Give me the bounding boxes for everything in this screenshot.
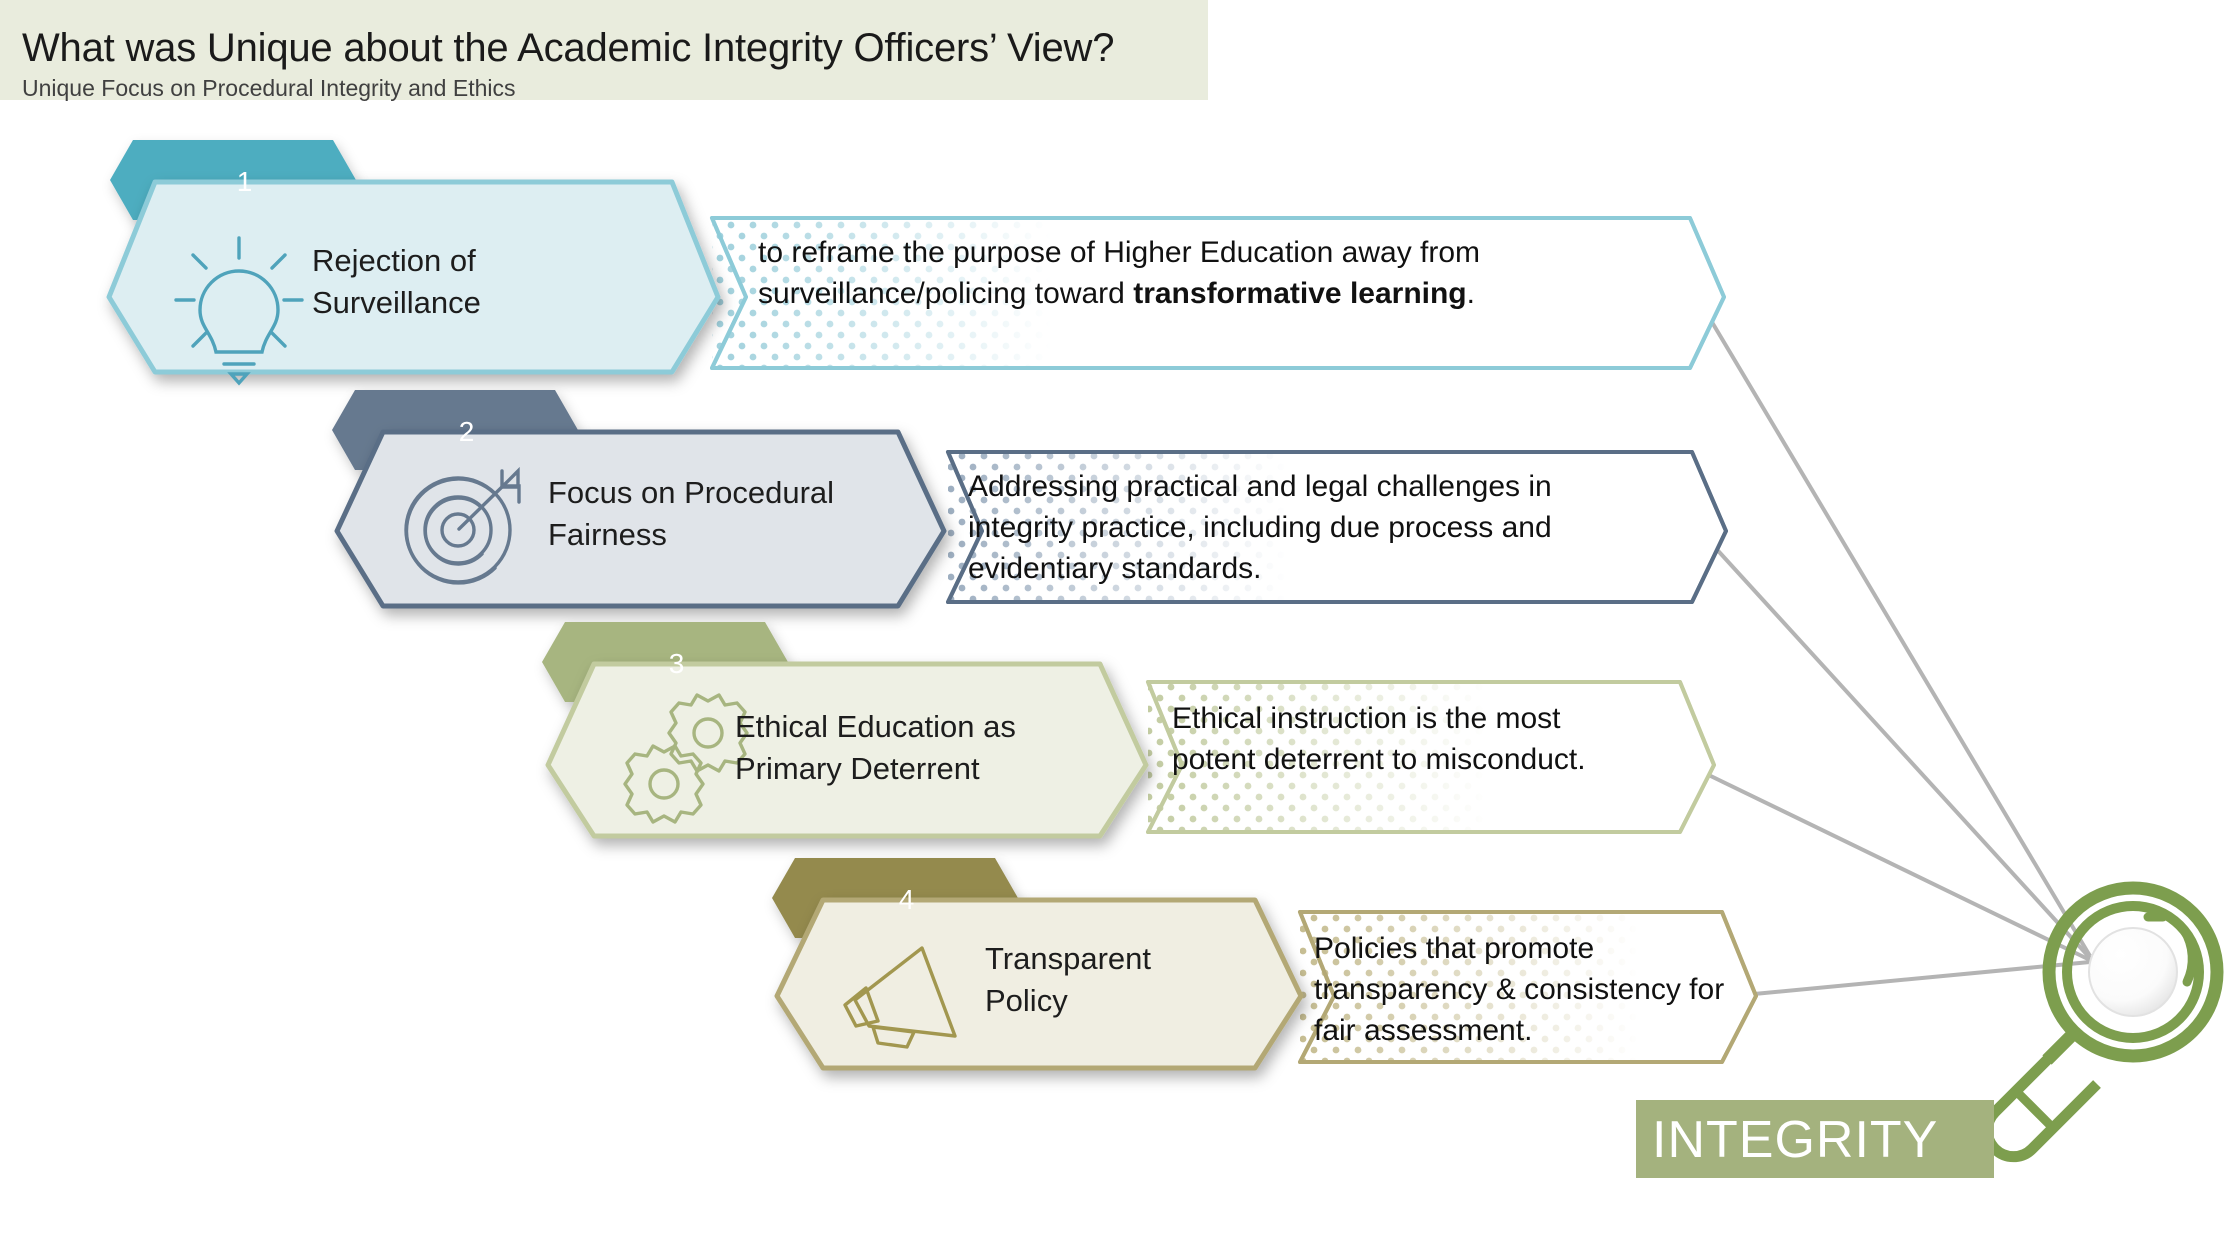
- row-1-description: to reframe the purpose of Higher Educati…: [758, 236, 1481, 311]
- integrity-badge-label: INTEGRITY: [1652, 1111, 1939, 1169]
- row-3-description: Ethical instruction is the most potent d…: [1172, 702, 1586, 777]
- row-4-number-label: 4: [898, 884, 915, 915]
- magnifier-icon: [1981, 881, 2224, 1163]
- row-2-number-label: 2: [458, 416, 475, 447]
- gears-icon: [623, 693, 749, 824]
- lightbulb-icon: [174, 236, 304, 386]
- row-2-title: Focus on Procedural Fairness: [548, 475, 835, 552]
- row-2-dot-texture: [948, 452, 1288, 602]
- integrity-badge: [1636, 1100, 1994, 1178]
- row-3-description-outline: [1146, 680, 1716, 834]
- row-3[interactable]: [542, 622, 1716, 839]
- row-3-title: Ethical Education as Primary Deterrent: [735, 709, 1016, 786]
- row-1-title: Rejection of Surveillance: [312, 243, 481, 320]
- row-4-description: Policies that promote transparency & con…: [1314, 932, 1725, 1048]
- target-arrow-icon: [404, 466, 521, 585]
- row-2-description-outline: [946, 450, 1728, 604]
- page-title: What was Unique about the Academic Integ…: [22, 26, 1115, 70]
- connector-line-1: [1695, 295, 2092, 958]
- row-1-description-outline: [710, 216, 1726, 370]
- row-2-description: Addressing practical and legal challenge…: [968, 470, 1552, 586]
- row-1-number-label: 1: [236, 166, 253, 197]
- row-4-card[interactable]: [774, 897, 1304, 1071]
- row-2-card[interactable]: [334, 429, 947, 609]
- connector-lines: [1687, 295, 2092, 998]
- row-4-description-outline: [1298, 910, 1758, 1064]
- row-4-title: Transparent Policy: [985, 941, 1151, 1018]
- row-3-number-label: 3: [668, 648, 685, 679]
- connector-line-2: [1698, 529, 2092, 960]
- title-band: [0, 0, 1208, 100]
- row-4-dot-texture: [1300, 912, 1640, 1062]
- megaphone-icon: [843, 946, 957, 1049]
- connector-line-3: [1687, 763, 2091, 962]
- page-subtitle: Unique Focus on Procedural Integrity and…: [22, 75, 516, 101]
- row-1[interactable]: [106, 140, 1726, 386]
- row-1-dot-texture: [712, 218, 1052, 368]
- row-1-card[interactable]: [106, 179, 721, 375]
- row-4[interactable]: [772, 858, 1758, 1071]
- connector-line-4: [1732, 960, 2091, 998]
- row-3-dot-texture: [1148, 682, 1488, 832]
- row-2[interactable]: [332, 390, 1728, 609]
